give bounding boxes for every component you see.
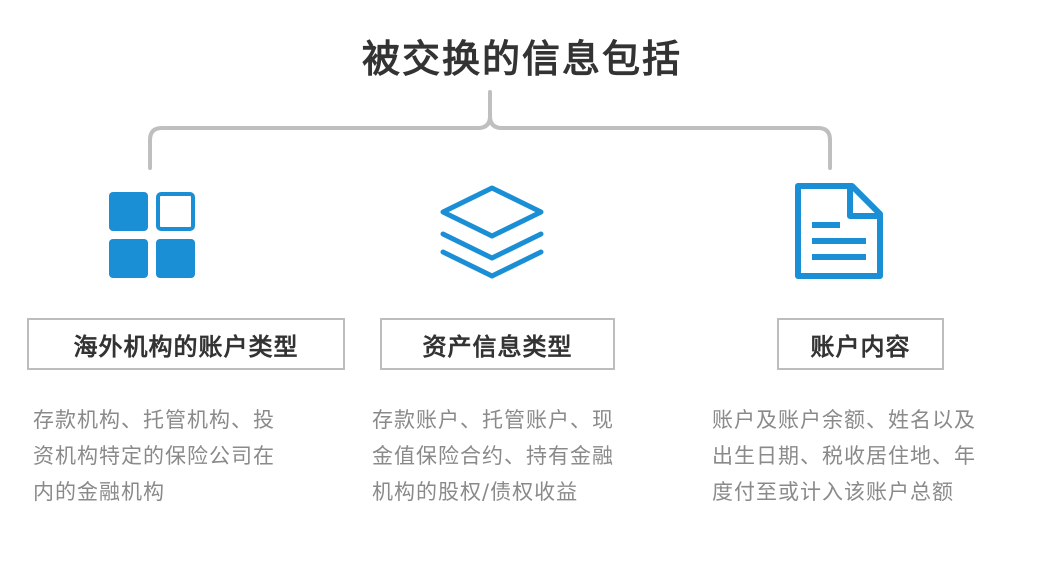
stacked-layers-icon — [440, 185, 544, 279]
document-icon — [795, 183, 883, 279]
grid-tile-bottom-right — [156, 239, 195, 278]
category-box-account-content: 账户内容 — [777, 318, 944, 370]
layer-top — [440, 185, 544, 239]
category-label: 账户内容 — [810, 332, 911, 361]
description-line: 度付至或计入该账户总额 — [712, 480, 954, 504]
category-label: 海外机构的账户类型 — [73, 332, 299, 361]
description-line: 金值保险合约、持有金融 — [372, 444, 614, 468]
document-line-1 — [812, 222, 840, 228]
document-outline — [795, 183, 883, 279]
bracket-path — [148, 90, 832, 170]
document-line-3 — [812, 254, 866, 260]
grid-tile-top-left — [109, 192, 148, 231]
layer-middle — [440, 231, 544, 261]
category-box-asset-info: 资产信息类型 — [380, 318, 615, 370]
curly-bracket — [148, 90, 832, 170]
grid-tile-top-right — [156, 192, 195, 231]
grid-tile-bottom-left — [109, 239, 148, 278]
document-line-2 — [812, 238, 866, 244]
grid-tiles-icon — [109, 192, 195, 278]
description-line: 资机构特定的保险公司在 — [33, 444, 275, 468]
description-line: 存款账户、托管账户、现 — [372, 408, 614, 432]
description-line: 存款机构、托管机构、投 — [33, 408, 275, 432]
description-line: 内的金融机构 — [33, 480, 165, 504]
description-line: 机构的股权/债权收益 — [372, 480, 579, 504]
category-label: 资产信息类型 — [422, 332, 573, 361]
category-description: 存款账户、托管账户、现 金值保险合约、持有金融 机构的股权/债权收益 — [372, 402, 702, 510]
category-description: 存款机构、托管机构、投 资机构特定的保险公司在 内的金融机构 — [33, 402, 363, 510]
category-box-overseas-institution: 海外机构的账户类型 — [27, 318, 345, 370]
document-fold — [847, 186, 880, 219]
diagram-title: 被交换的信息包括 — [361, 37, 682, 81]
layer-bottom — [440, 249, 544, 279]
description-line: 出生日期、税收居住地、年 — [712, 444, 976, 468]
category-description: 账户及账户余额、姓名以及 出生日期、税收居住地、年 度付至或计入该账户总额 — [712, 402, 1042, 510]
description-line: 账户及账户余额、姓名以及 — [712, 408, 976, 432]
